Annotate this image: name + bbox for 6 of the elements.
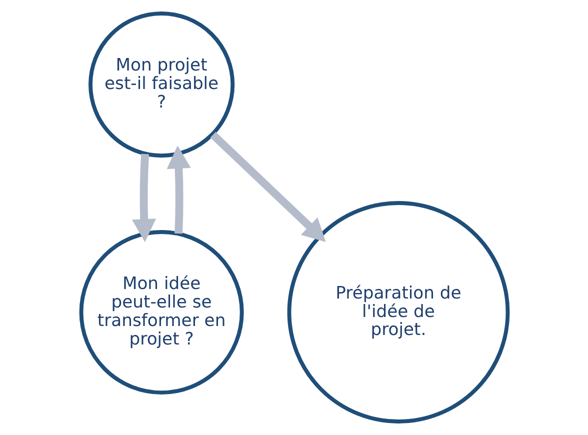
node-circle: Mon idée peut-elle se transformer en projet ? (78, 230, 244, 395)
arrow (166, 146, 190, 234)
arrow (131, 154, 156, 242)
node-circle: Mon projet est-il faisable ? (88, 12, 234, 158)
node-circle: Préparation de l'idée de projet. (286, 201, 510, 424)
arrow (210, 132, 326, 242)
